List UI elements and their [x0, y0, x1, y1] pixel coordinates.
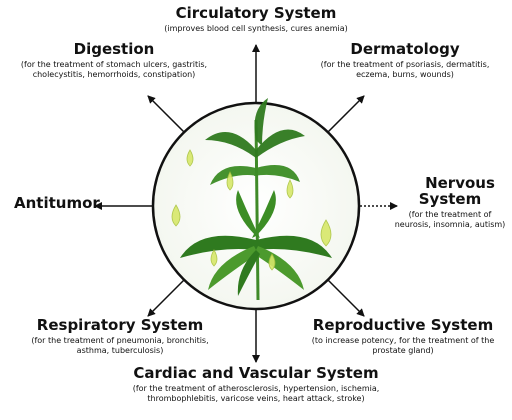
nervous-desc: (for the treatment of neurosis, insomnia… [394, 209, 506, 229]
circulatory-title: Circulatory System [175, 4, 337, 22]
node-reproductive: Reproductive System (to increase potency… [300, 316, 506, 356]
node-cardiac: Cardiac and Vascular System (for the tre… [106, 364, 406, 404]
cardiac-title: Cardiac and Vascular System [133, 364, 379, 382]
dermatology-desc: (for the treatment of psoriasis, dermati… [320, 59, 490, 79]
node-dermatology: Dermatology (for the treatment of psoria… [310, 40, 500, 80]
arrow-down-right [326, 278, 365, 317]
cannabis-plant-icon [151, 98, 361, 311]
circulatory-desc: (improves blood cell synthesis, cures an… [164, 23, 348, 33]
dermatology-title: Dermatology [350, 40, 460, 58]
reproductive-title: Reproductive System [312, 316, 494, 334]
antitumor-title: Antitumor [14, 194, 100, 212]
node-nervous: Nervous System (for the treatment of neu… [394, 174, 506, 230]
digestion-desc: (for the treatment of stomach ulcers, ga… [20, 59, 208, 79]
nervous-title-line1: Nervous [425, 174, 495, 192]
arrow-up-right [326, 95, 365, 134]
digestion-title: Digestion [73, 40, 155, 58]
node-digestion: Digestion (for the treatment of stomach … [14, 40, 214, 80]
respiratory-desc: (for the treatment of pneumonia, bronchi… [31, 335, 209, 355]
arrow-down-left [147, 278, 186, 317]
node-antitumor: Antitumor [14, 194, 100, 212]
cardiac-desc: (for the treatment of atherosclerosis, h… [132, 383, 380, 403]
nervous-title-line2: System [418, 189, 482, 208]
node-circulatory: Circulatory System (improves blood cell … [156, 4, 356, 34]
node-respiratory: Respiratory System (for the treatment of… [20, 316, 220, 356]
respiratory-title: Respiratory System [36, 316, 204, 334]
reproductive-desc: (to increase potency, for the treatment … [311, 335, 495, 355]
arrow-up-left [147, 95, 186, 134]
